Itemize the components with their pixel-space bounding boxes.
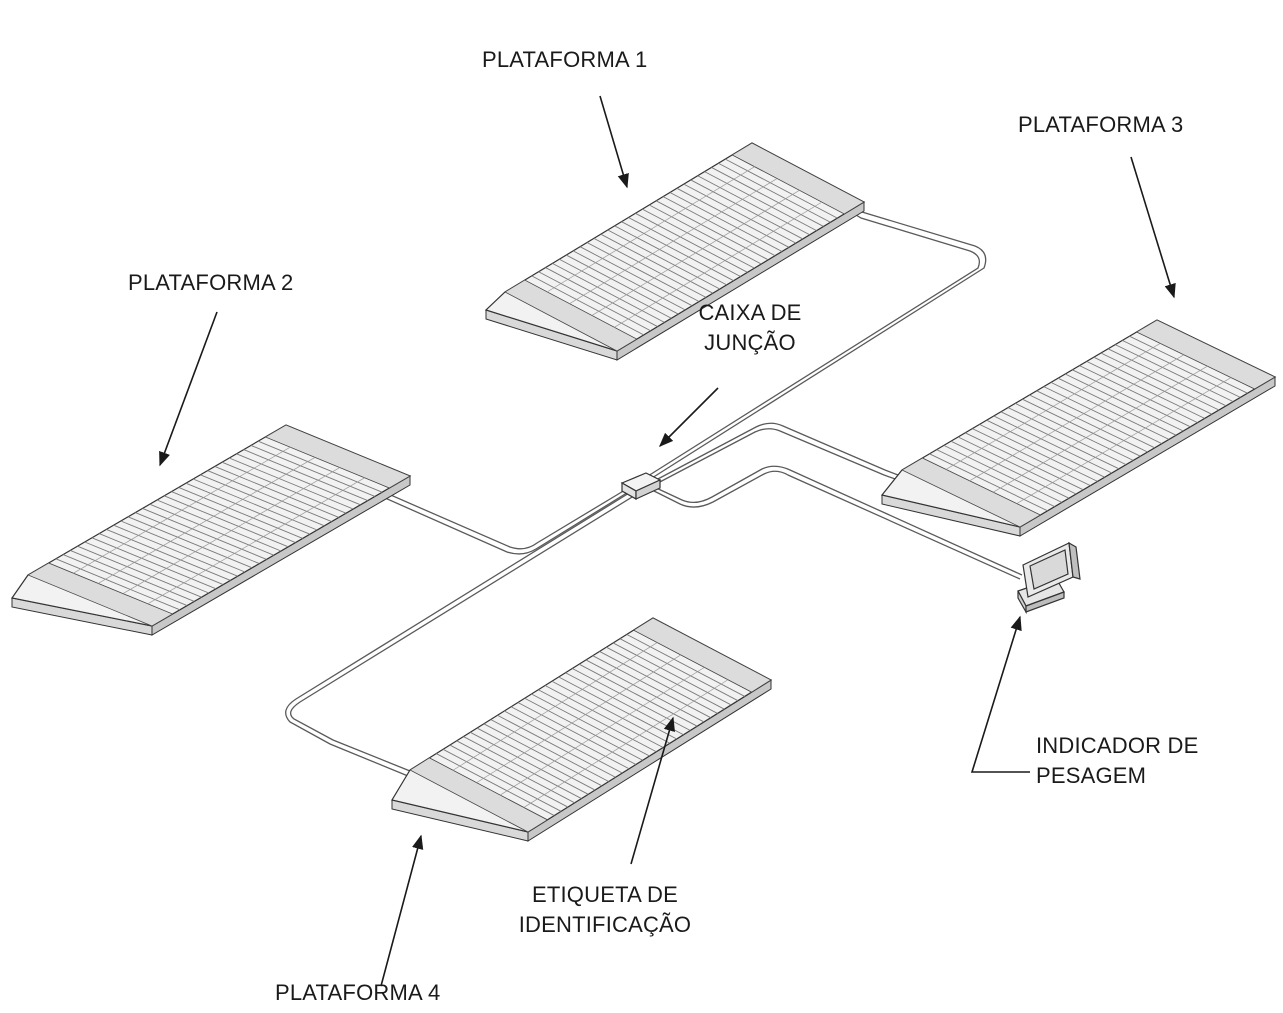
arrow-caixa-juncao [658,387,719,448]
label-caixa-line-1: CAIXA DE [698,300,802,325]
arrow-indicador-pesagem [970,615,1030,773]
cable-platform-1 [647,204,987,479]
platform-4-weighing-platform-icon [391,617,773,842]
platform-3-weighing-platform-icon [880,319,1277,537]
label-plataforma-4: PLATAFORMA 4 [275,980,441,1005]
arrow-plataforma-4 [380,834,424,987]
label-indicador-line-1: INDICADOR DE [1036,733,1199,758]
label-indicador-line-2: PESAGEM [1036,763,1147,788]
cable-indicator [651,465,1023,580]
platform-2-weighing-platform-icon [10,424,412,636]
label-etiqueta-de-identificacao: ETIQUETA DE IDENTIFICAÇÃO [500,880,710,940]
label-plataforma-1: PLATAFORMA 1 [482,47,648,72]
pointer-arrows [159,95,1176,987]
cable-platform-2 [375,483,631,555]
label-plataforma-2: PLATAFORMA 2 [128,270,294,295]
platform-1-weighing-platform-icon [484,142,866,361]
cable-platform-3 [655,422,899,485]
label-indicador-de-pesagem: INDICADOR DE PESAGEM [1036,731,1199,791]
cables [285,204,1023,777]
label-plataforma-3: PLATAFORMA 3 [1018,112,1184,137]
arrow-etiqueta-identificacao [630,716,675,865]
arrow-plataforma-2 [159,311,218,467]
platforms [10,142,1277,842]
arrow-plataforma-3 [1130,156,1176,299]
label-caixa-de-juncao: CAIXA DE JUNÇÃO [680,298,820,358]
arrow-plataforma-1 [599,95,629,189]
label-etiqueta-line-2: IDENTIFICAÇÃO [518,912,692,937]
junction-box-icon [620,472,662,501]
label-caixa-line-2: JUNÇÃO [704,330,796,355]
label-etiqueta-line-1: ETIQUETA DE [531,882,679,907]
cable-platform-4 [285,489,638,777]
weighing-indicator-icon [1017,541,1081,615]
